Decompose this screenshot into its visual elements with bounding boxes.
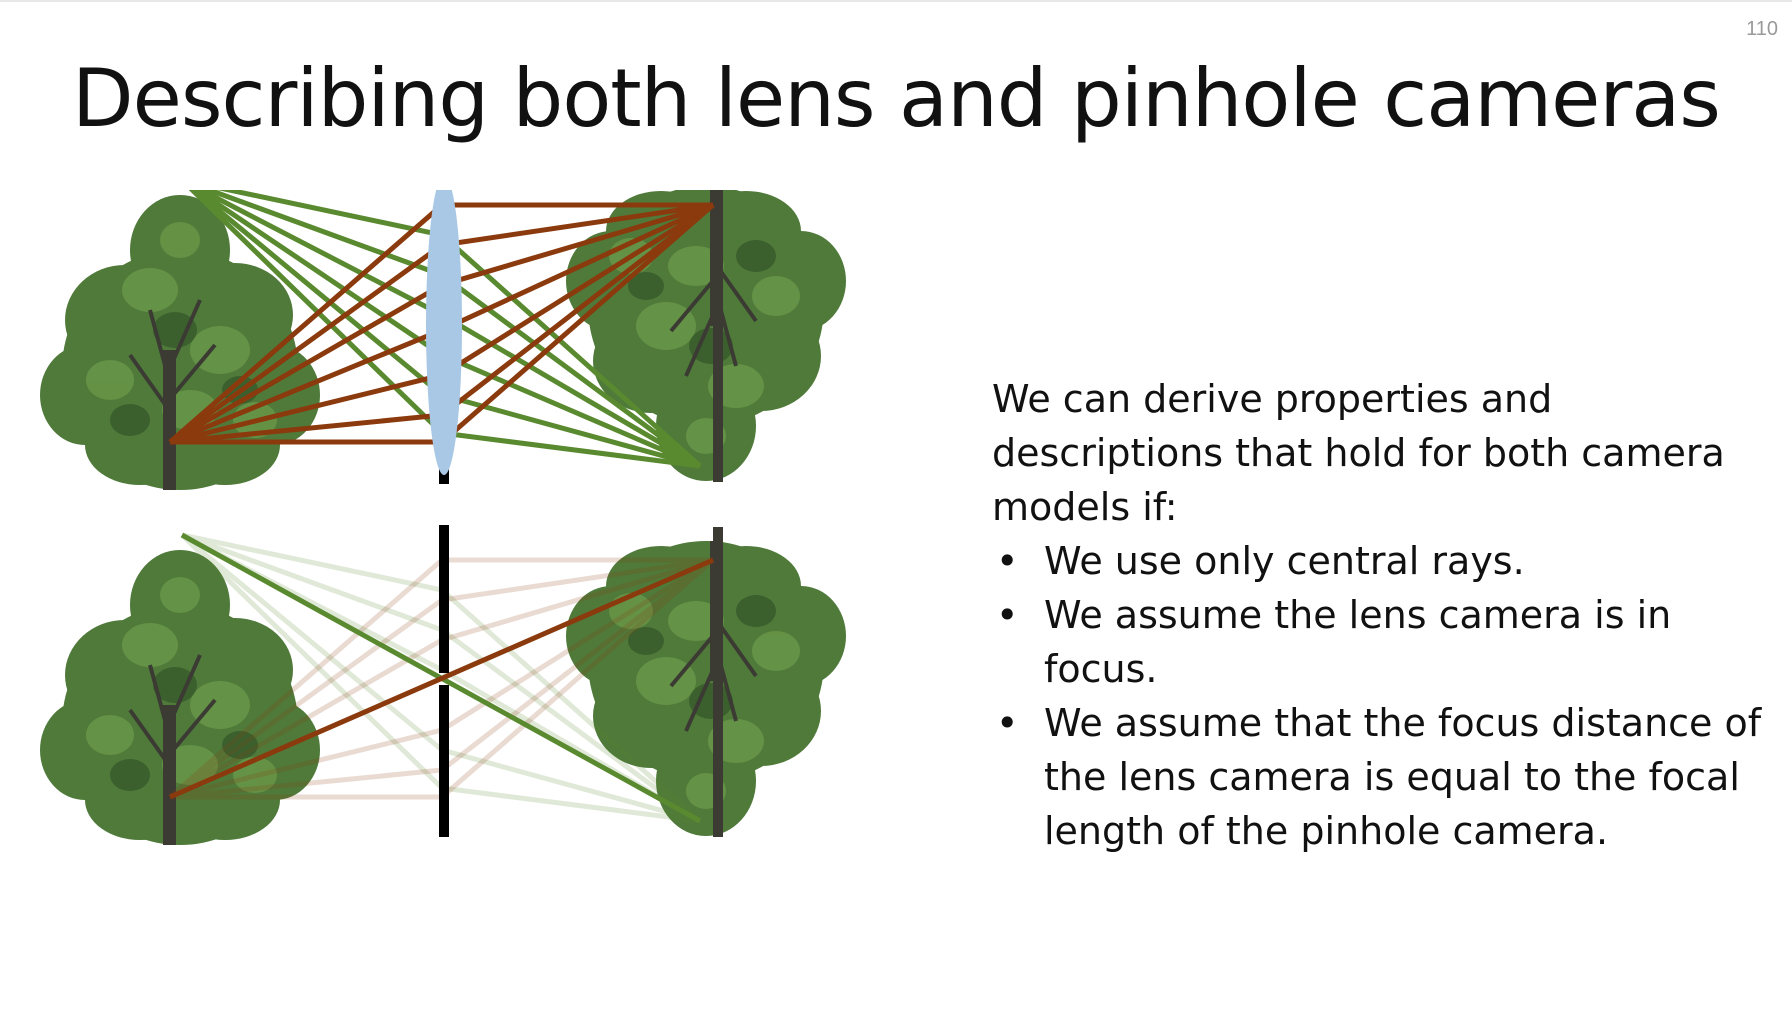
central-brown-ray [168,557,715,800]
list-item: We assume that the focus distance of the… [996,696,1772,858]
slide-number: 110 [1746,18,1778,40]
object-tree-icon [38,193,322,492]
slide-title: Describing both lens and pinhole cameras [72,52,1721,145]
inverted-image-tree-icon [564,539,848,838]
pinhole-camera-diagram [38,525,848,847]
lens-shape [426,190,462,475]
list-item: We use only central rays. [996,534,1772,588]
lens-camera-diagram [38,190,848,492]
green-rays [188,190,702,469]
explanation-text: We can derive properties and description… [992,372,1772,858]
top-border [0,0,1792,2]
camera-diagrams [38,190,848,847]
list-item: We assume the lens camera is in focus. [996,588,1772,696]
conditions-list: We use only central rays. We assume the … [992,534,1772,858]
object-tree-icon [38,548,322,847]
image-plane-pole [713,190,723,482]
intro-paragraph: We can derive properties and description… [992,377,1725,529]
pinhole-barrier-top [439,525,449,673]
image-plane-pole [713,527,723,837]
pinhole-barrier-bottom [439,685,449,837]
